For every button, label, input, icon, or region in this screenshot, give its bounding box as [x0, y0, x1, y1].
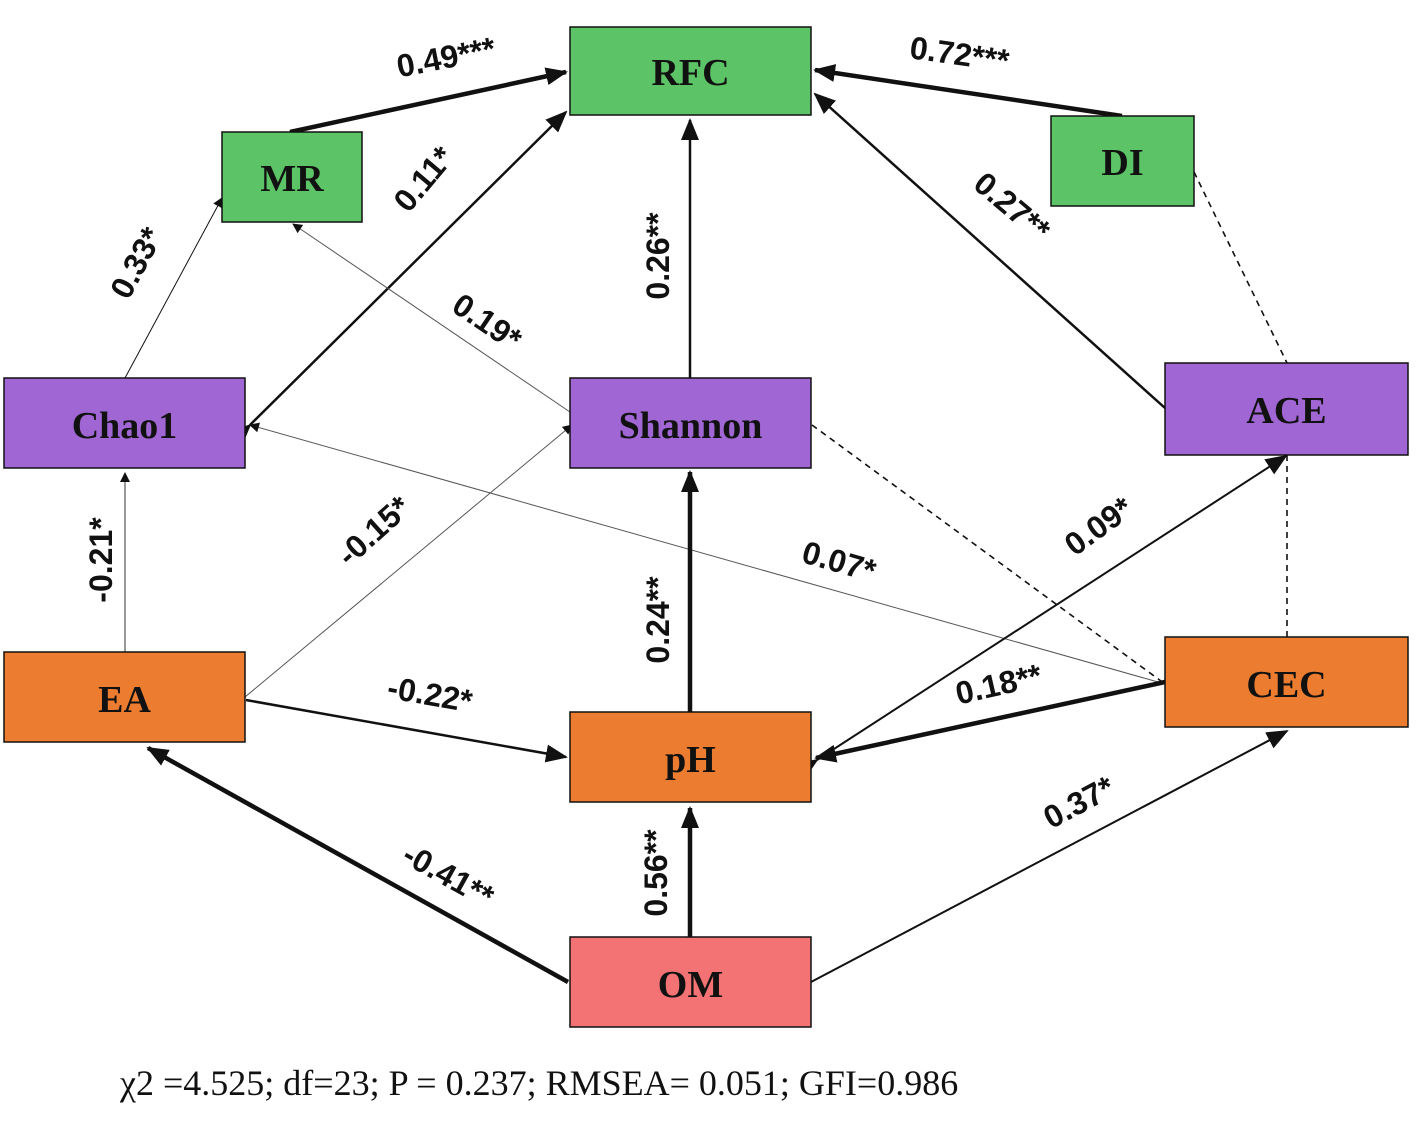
node-mr-box — [221, 131, 363, 223]
edge-di-rfc — [813, 64, 1123, 119]
edges — [120, 64, 1289, 984]
edge-label-ph-shannon: 0.24** — [640, 576, 676, 664]
edge-mr-rfc — [289, 67, 568, 135]
edge-label-ph-ace: 0.09* — [1058, 489, 1140, 562]
edge-ph-ace — [795, 454, 1288, 779]
node-rfc-box — [569, 26, 812, 116]
node-rfc: RFC — [569, 26, 812, 116]
edge-label-shannon-rfc: 0.26** — [640, 212, 676, 300]
node-om-box — [569, 936, 812, 1028]
edge-label-chao1-mr: 0.33* — [103, 221, 170, 304]
edge-label-di-rfc: 0.72*** — [908, 29, 1012, 79]
node-om: OM — [569, 936, 812, 1028]
node-rfc-label: RFC — [651, 52, 729, 94]
edge-ea-ph — [245, 698, 568, 763]
node-di-label: DI — [1101, 142, 1143, 184]
node-shannon-label: Shannon — [619, 405, 763, 447]
node-mr: MR — [221, 131, 363, 223]
node-om-label: OM — [658, 964, 723, 1006]
edge-shannon-mr — [292, 223, 571, 413]
node-ace-box — [1164, 362, 1409, 456]
node-cec-box — [1164, 636, 1409, 728]
nodes: RFC MR DI Chao1 Shannon ACE EA pH — [3, 26, 1409, 1028]
edge-label-ace-rfc: 0.27** — [967, 165, 1057, 249]
node-ea-box — [3, 651, 246, 743]
edge-cec-ph — [814, 679, 1166, 763]
edge-label-ea-chao1: -0.21* — [83, 517, 119, 603]
node-chao1-label: Chao1 — [72, 405, 178, 447]
edge-chao1-rfc — [229, 110, 568, 446]
node-ace: ACE — [1164, 362, 1409, 456]
edge-label-chao1-rfc: 0.11* — [386, 139, 461, 218]
edge-label-om-ea: -0.41** — [397, 836, 501, 915]
node-mr-label: MR — [260, 158, 324, 200]
node-ea: EA — [3, 651, 246, 743]
node-chao1-box — [3, 377, 246, 469]
edge-om-ea — [146, 746, 570, 984]
edge-label-ea-ph: -0.22* — [385, 669, 476, 719]
fit-statistics: χ2 =4.525; df=23; P = 0.237; RMSEA= 0.05… — [119, 1063, 958, 1103]
edge-label-cec-ph: 0.18** — [952, 657, 1046, 712]
node-cec: CEC — [1164, 636, 1409, 728]
node-shannon: Shannon — [569, 377, 812, 469]
node-shannon-box — [569, 377, 812, 469]
node-chao1: Chao1 — [3, 377, 246, 469]
edge-om-cec — [810, 730, 1289, 983]
node-ph-label: pH — [665, 739, 716, 781]
node-ea-label: EA — [98, 679, 151, 721]
edge-di-ace-dashed — [1193, 171, 1288, 364]
edge-label-ea-shannon: -0.15* — [330, 489, 418, 573]
edge-ace-rfc — [813, 92, 1166, 409]
node-ph-box — [569, 711, 812, 803]
edge-label-om-ph: 0.56** — [638, 829, 674, 917]
node-di-box — [1050, 115, 1195, 207]
edge-chao1-mr — [124, 197, 223, 379]
node-cec-label: CEC — [1246, 664, 1326, 706]
edge-label-cec-chao1: 0.07* — [798, 534, 880, 589]
edge-label-mr-rfc: 0.49*** — [394, 30, 499, 84]
edge-label-shannon-mr: 0.19* — [446, 286, 529, 358]
node-ph: pH — [569, 711, 812, 803]
node-ace-label: ACE — [1246, 390, 1326, 432]
node-di: DI — [1050, 115, 1195, 207]
edge-ea-shannon — [244, 424, 573, 698]
